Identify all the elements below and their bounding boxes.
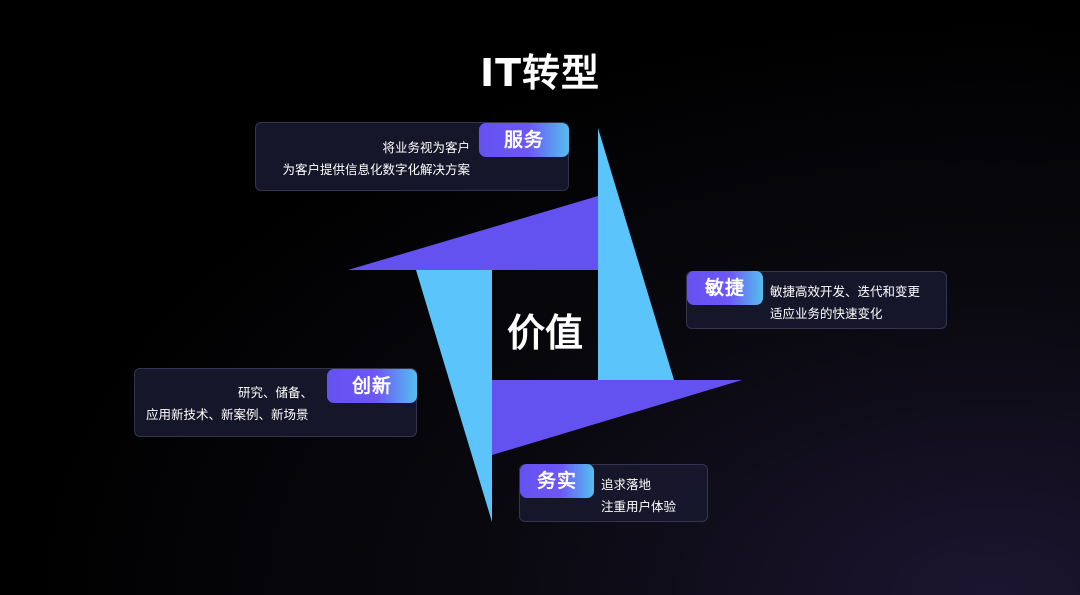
blade-top — [348, 196, 598, 270]
blade-right — [598, 128, 674, 380]
card-agile-line-1: 敏捷高效开发、迭代和变更 — [770, 284, 921, 299]
page-title: IT转型 — [479, 51, 601, 95]
card-service-line-1: 将业务视为客户 — [382, 140, 470, 155]
badge-service: 服务 — [479, 123, 569, 157]
center-value-label: 价值 — [506, 311, 583, 355]
card-innovation-line-2: 应用新技术、新案例、新场景 — [146, 407, 309, 422]
card-practical-line-2: 注重用户体验 — [601, 499, 677, 514]
blade-bottom — [492, 380, 742, 455]
badge-agile: 敏捷 — [687, 271, 763, 305]
card-service-line-2: 为客户提供信息化数字化解决方案 — [282, 162, 470, 177]
card-innovation-line-1: 研究、储备、 — [238, 385, 314, 400]
card-agile-line-2: 适应业务的快速变化 — [770, 306, 883, 321]
blade-left — [416, 270, 492, 522]
badge-innovation: 创新 — [327, 369, 417, 403]
card-practical-line-1: 追求落地 — [601, 477, 652, 492]
badge-practical: 务实 — [520, 464, 594, 498]
